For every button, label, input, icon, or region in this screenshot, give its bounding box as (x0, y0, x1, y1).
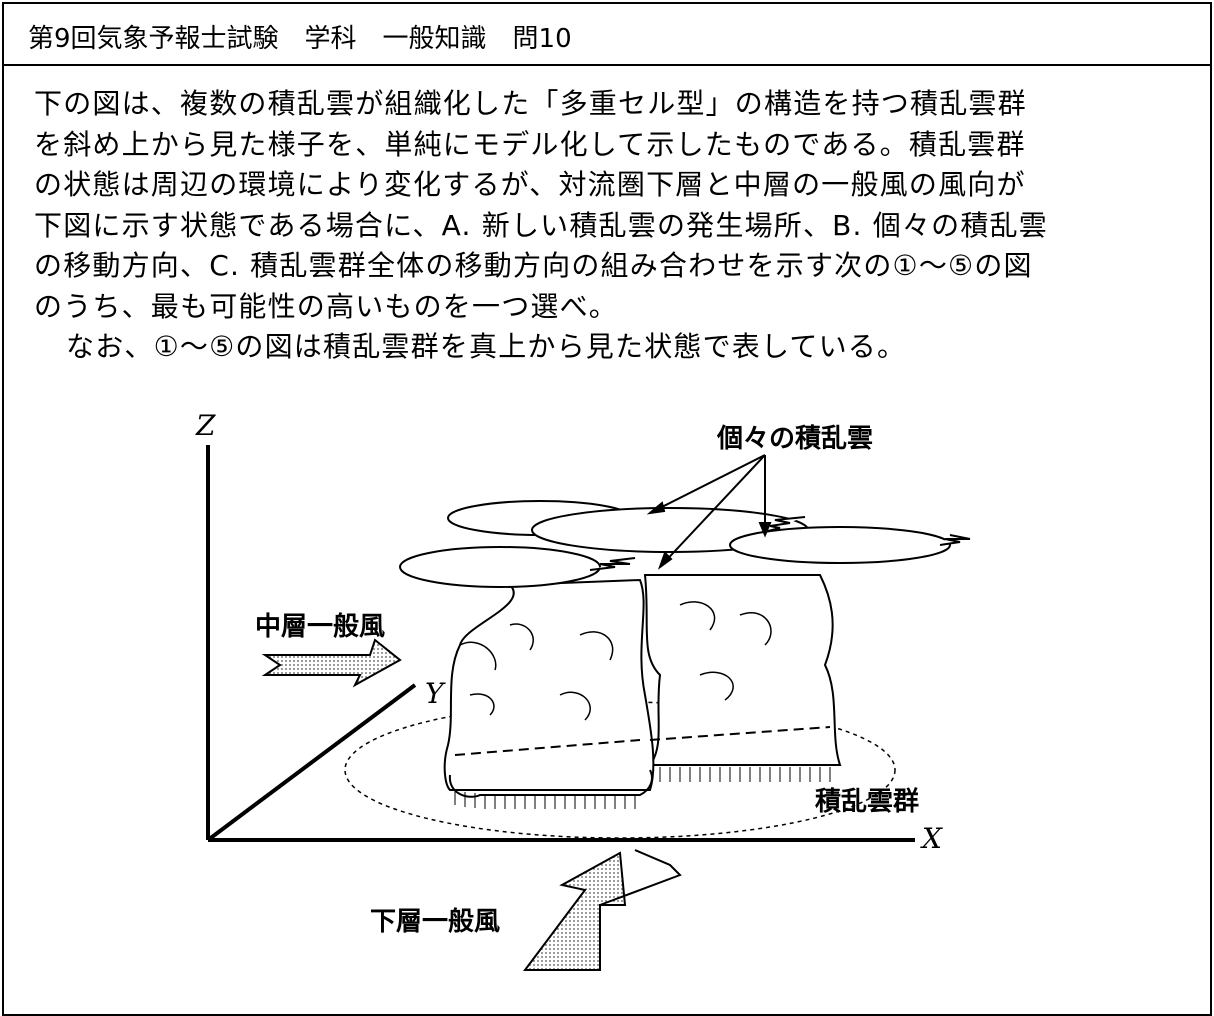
cumulonimbus-diagram: Z Y X 個々の積乱雲 中層一般風 下層一般風 (195, 409, 971, 971)
pointer-arrows (646, 454, 772, 570)
mid-level-wind-arrow (261, 638, 402, 688)
axis-y-label: Y (425, 677, 446, 710)
question-line: の状態は周辺の環境により変化するが、対流圏下層と中層の一般風の風向が (34, 168, 1026, 201)
question-line: の移動方向、C. 積乱雲群全体の移動方向の組み合わせを示す次の①～⑤の図 (34, 249, 1033, 282)
mid-level-wind-label: 中層一般風 (255, 612, 385, 642)
axes (206, 445, 915, 842)
axis-z-label: Z (195, 409, 216, 442)
anvil-tops (399, 500, 971, 588)
cumulonimbus-clouds (443, 574, 842, 809)
question-line: 下図に示す状態である場合に、A. 新しい積乱雲の発生場所、B. 個々の積乱雲 (34, 208, 1048, 242)
question-line: を斜め上から見た様子を、単純にモデル化して示したものである。積乱雲群 (34, 127, 1026, 161)
question-line: のうち、最も可能性の高いものを一つ選べ。 (34, 289, 619, 323)
question-line: 下の図は、複数の積乱雲が組織化した「多重セル型」の構造を持つ積乱雲群 (34, 87, 1027, 120)
low-level-wind-arrow (523, 851, 627, 971)
page-title: 第9回気象予報士試験 学科 一般知識 問10 (28, 24, 572, 54)
header: 第9回気象予報士試験 学科 一般知識 問10 (4, 4, 1210, 66)
individual-cloud-label: 個々の積乱雲 (716, 424, 873, 454)
question-text: 下の図は、複数の積乱雲が組織化した「多重セル型」の構造を持つ積乱雲群 を斜め上か… (34, 84, 1184, 368)
axis-x-label: X (920, 822, 943, 855)
question-line: なお、①～⑤の図は積乱雲群を真上から見た状態で表している。 (66, 330, 907, 363)
cluster-label: 積乱雲群 (815, 787, 919, 817)
low-level-wind-label: 下層一般風 (370, 907, 500, 937)
